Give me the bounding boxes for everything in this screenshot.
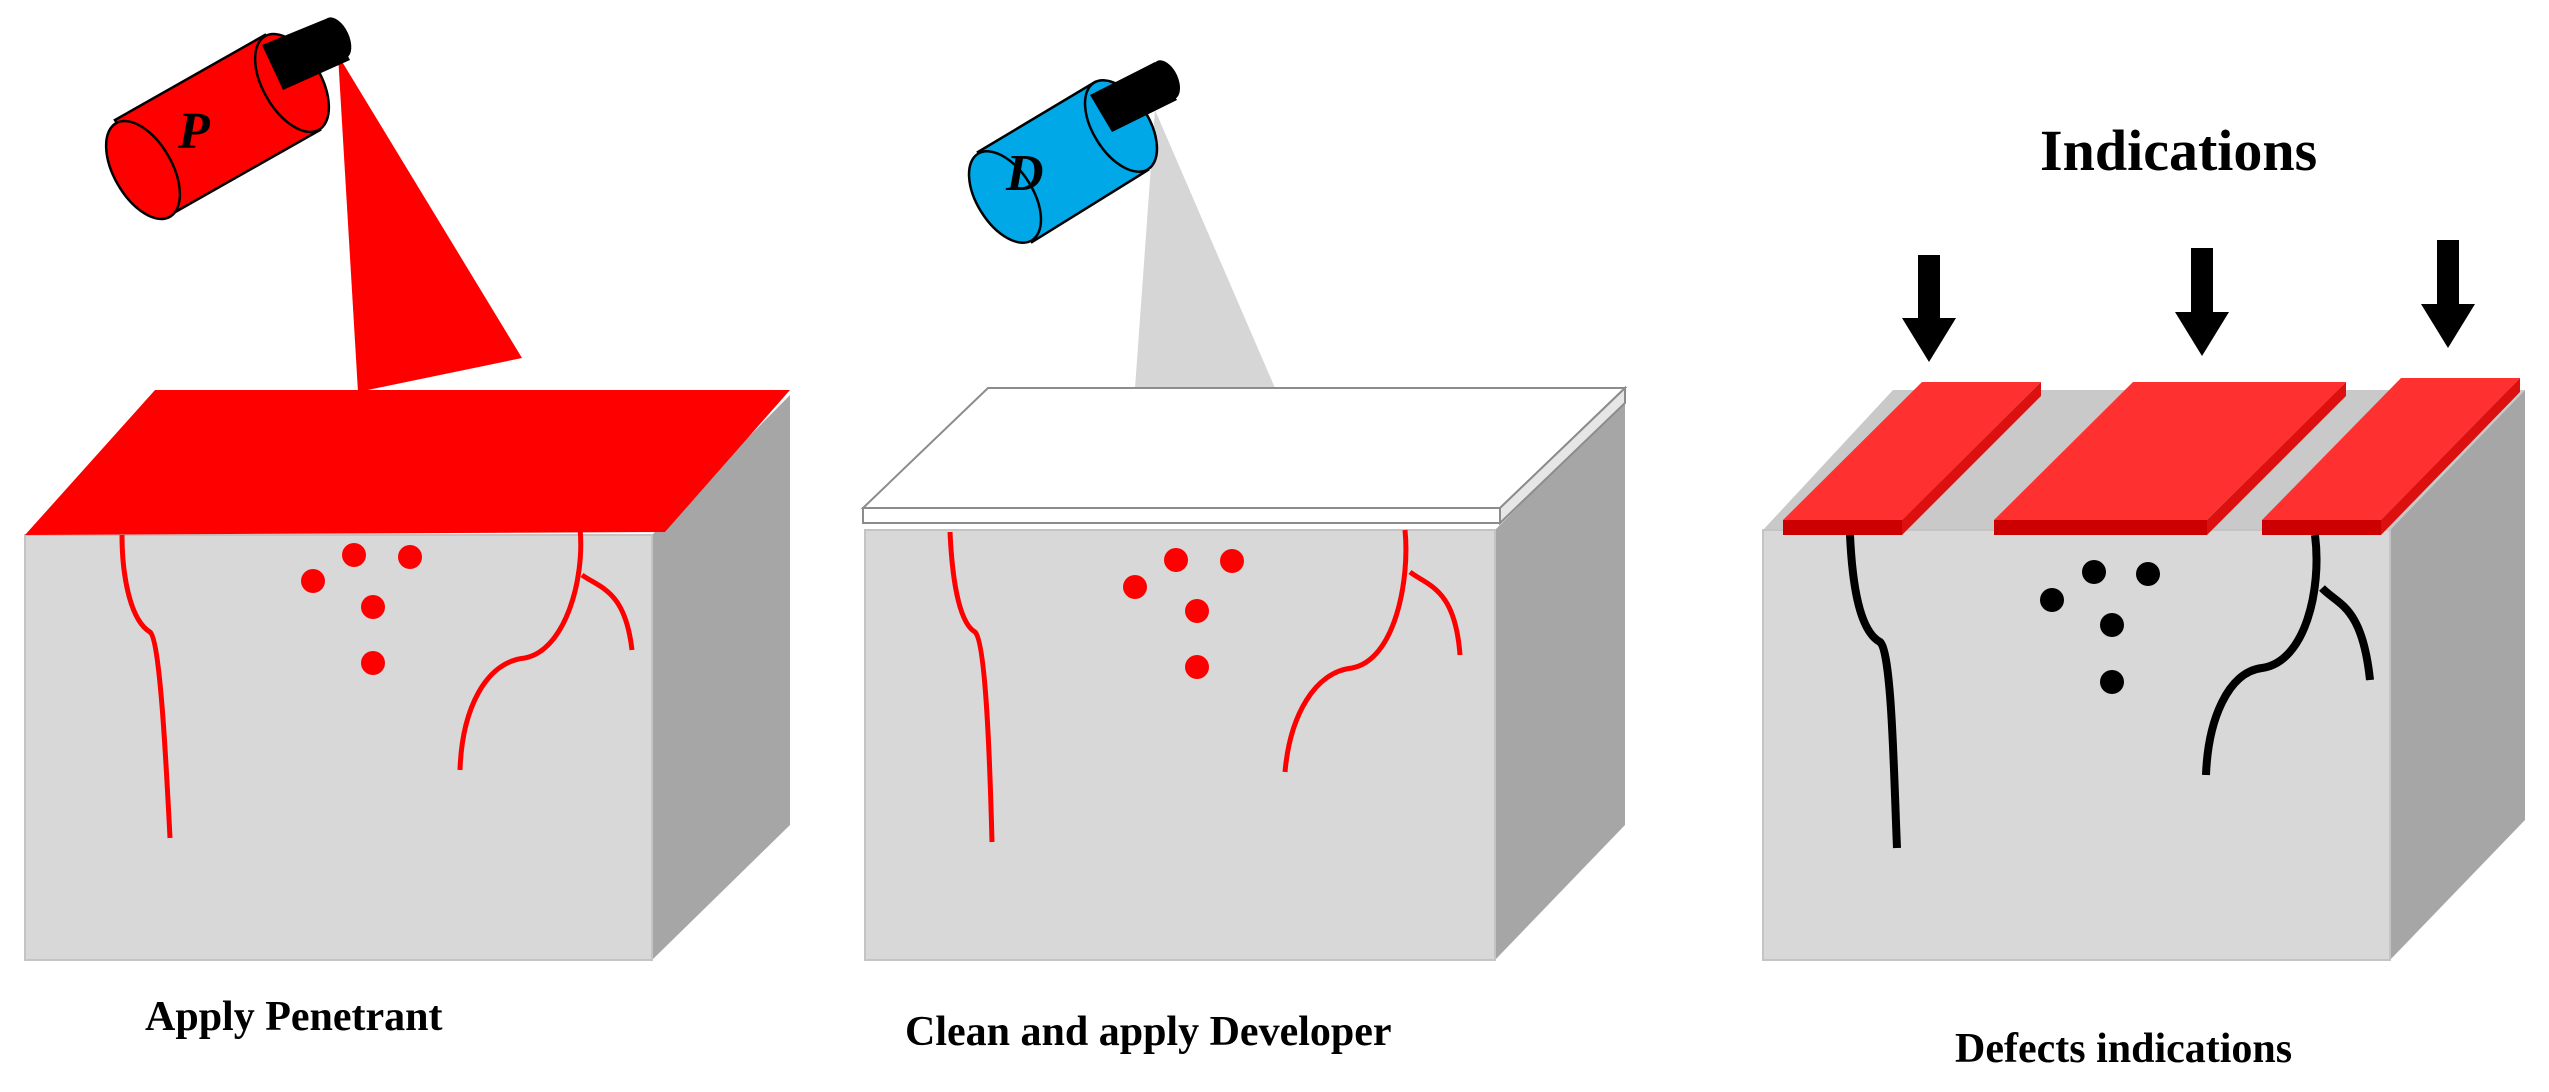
block-1-front [24, 534, 653, 961]
crack-left [947, 531, 995, 843]
penetrant-top-layer [25, 390, 790, 535]
caption-clean-apply-developer: Clean and apply Developer [905, 1009, 1392, 1055]
indication-left [1783, 382, 2041, 535]
block-3-side [2390, 390, 2525, 960]
indication-pores [2040, 560, 2160, 694]
developer-can: D [967, 60, 1181, 244]
penetrant-can-label: P [177, 103, 211, 160]
caption-apply-penetrant: Apply Penetrant [145, 994, 443, 1040]
developer-layer-side [1499, 385, 1626, 526]
block-1-side [652, 395, 790, 960]
crack-right [2202, 534, 2321, 776]
crack-left [119, 534, 173, 839]
penetrant-spray-cone [338, 55, 522, 392]
developer-can-label: D [1005, 145, 1044, 202]
crack-right [457, 527, 584, 771]
arrow-down-icon [2421, 240, 2475, 348]
developer-layer-top [860, 387, 1628, 509]
panel-defects-indications: Indications [1762, 118, 2525, 1072]
block-2-side [1495, 400, 1625, 960]
caption-defects-indications: Defects indications [1955, 1026, 2292, 1072]
arrow-down-icon [2175, 248, 2229, 356]
crack-left [1846, 534, 1901, 849]
crack-right-branch [2319, 585, 2374, 681]
developer-spray-cone [1135, 110, 1275, 388]
arrow-down-icon [1902, 255, 1956, 362]
indication-right [2262, 378, 2520, 535]
panel-clean-apply-developer: D Clean and apply Developer [860, 60, 1628, 1055]
crack-right-branch [1408, 569, 1463, 656]
panel-apply-penetrant: P Apply Penetrant [24, 17, 790, 1040]
crack-right [1282, 529, 1409, 773]
developer-pores [1123, 548, 1244, 679]
penetrant-pores [301, 543, 422, 675]
developer-defects [947, 529, 1463, 843]
indication-arrows [1902, 240, 2475, 362]
penetrant-defects [119, 527, 635, 839]
block-2-front [864, 529, 1496, 961]
crack-right-branch [580, 572, 635, 651]
indication-defects [1846, 534, 2374, 849]
developer-layer-front [862, 507, 1501, 524]
indications-heading: Indications [2040, 118, 2317, 183]
penetrant-can: P [104, 17, 352, 221]
indication-middle [1994, 382, 2346, 535]
